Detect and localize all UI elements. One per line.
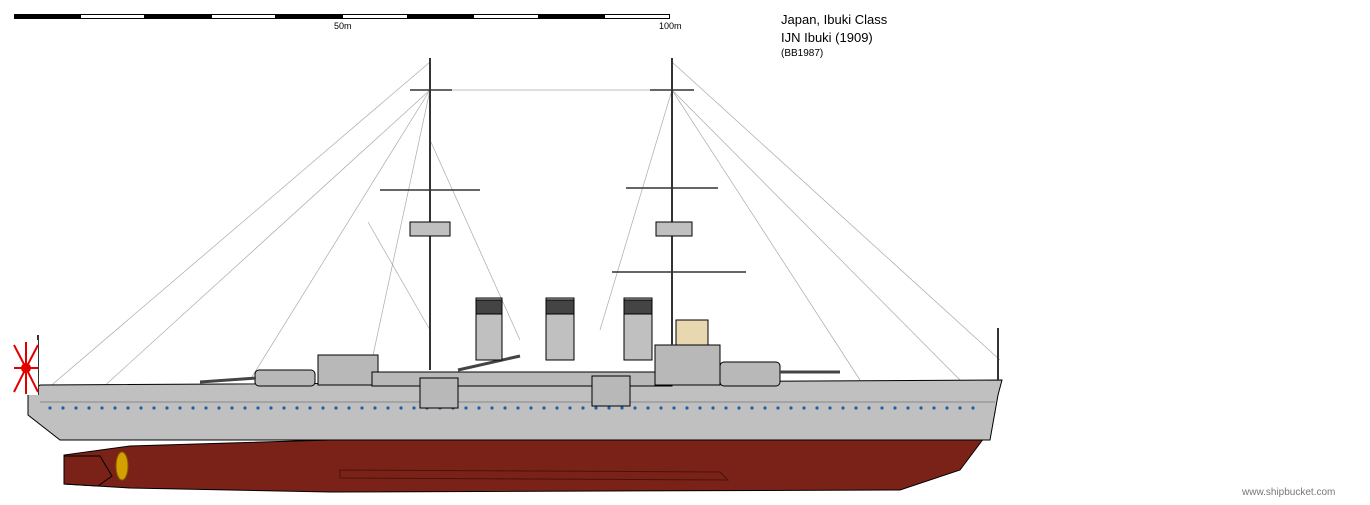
ship-class-title: Japan, Ibuki Class	[781, 12, 888, 27]
porthole	[113, 406, 117, 410]
porthole	[191, 406, 195, 410]
fighting-tops	[409, 221, 693, 237]
porthole	[685, 406, 689, 410]
porthole	[204, 406, 208, 410]
porthole	[386, 406, 390, 410]
funnels	[475, 297, 653, 361]
porthole	[256, 406, 260, 410]
porthole	[906, 406, 910, 410]
porthole	[971, 406, 975, 410]
porthole	[503, 406, 507, 410]
porthole	[347, 406, 351, 410]
porthole	[100, 406, 104, 410]
porthole	[61, 406, 65, 410]
porthole	[633, 406, 637, 410]
propeller	[115, 451, 129, 481]
porthole	[178, 406, 182, 410]
porthole	[620, 406, 624, 410]
porthole	[841, 406, 845, 410]
porthole	[815, 406, 819, 410]
porthole	[243, 406, 247, 410]
ship-id: (BB1987)	[781, 48, 824, 59]
porthole	[659, 406, 663, 410]
porthole	[646, 406, 650, 410]
porthole	[295, 406, 299, 410]
porthole	[828, 406, 832, 410]
porthole	[698, 406, 702, 410]
porthole	[581, 406, 585, 410]
porthole	[529, 406, 533, 410]
porthole	[607, 406, 611, 410]
rigging	[39, 61, 1001, 396]
porthole	[477, 406, 481, 410]
hull-upper	[27, 379, 1003, 441]
porthole	[321, 406, 325, 410]
porthole	[87, 406, 91, 410]
superstructure	[254, 319, 781, 409]
porthole	[269, 406, 273, 410]
porthole	[230, 406, 234, 410]
porthole	[672, 406, 676, 410]
hull-keel-line	[339, 469, 730, 481]
porthole	[165, 406, 169, 410]
porthole	[516, 406, 520, 410]
porthole	[282, 406, 286, 410]
scale-label-50m: 50m	[334, 21, 352, 31]
porthole	[789, 406, 793, 410]
porthole	[74, 406, 78, 410]
porthole	[308, 406, 312, 410]
porthole	[542, 406, 546, 410]
porthole	[360, 406, 364, 410]
porthole	[919, 406, 923, 410]
porthole	[880, 406, 884, 410]
masts	[37, 58, 999, 395]
porthole	[139, 406, 143, 410]
porthole	[802, 406, 806, 410]
credit-text: www.shipbucket.com	[1242, 487, 1336, 498]
porthole	[958, 406, 962, 410]
porthole	[932, 406, 936, 410]
porthole	[555, 406, 559, 410]
porthole	[711, 406, 715, 410]
porthole	[893, 406, 897, 410]
porthole	[867, 406, 871, 410]
yards	[380, 89, 746, 273]
porthole	[464, 406, 468, 410]
porthole	[763, 406, 767, 410]
porthole	[373, 406, 377, 410]
porthole	[399, 406, 403, 410]
porthole	[490, 406, 494, 410]
porthole	[217, 406, 221, 410]
portholes	[48, 406, 975, 410]
porthole	[724, 406, 728, 410]
porthole	[334, 406, 338, 410]
scale-bar	[14, 14, 670, 19]
porthole	[854, 406, 858, 410]
porthole	[776, 406, 780, 410]
ship-name-title: IJN Ibuki (1909)	[781, 30, 873, 45]
porthole	[945, 406, 949, 410]
scale-label-100m: 100m	[659, 21, 682, 31]
porthole	[48, 406, 52, 410]
porthole	[737, 406, 741, 410]
rudder	[63, 455, 113, 487]
porthole	[152, 406, 156, 410]
porthole	[594, 406, 598, 410]
porthole	[126, 406, 130, 410]
porthole	[568, 406, 572, 410]
porthole	[750, 406, 754, 410]
porthole	[412, 406, 416, 410]
rising-sun-flag	[13, 340, 39, 395]
guns	[199, 354, 840, 384]
